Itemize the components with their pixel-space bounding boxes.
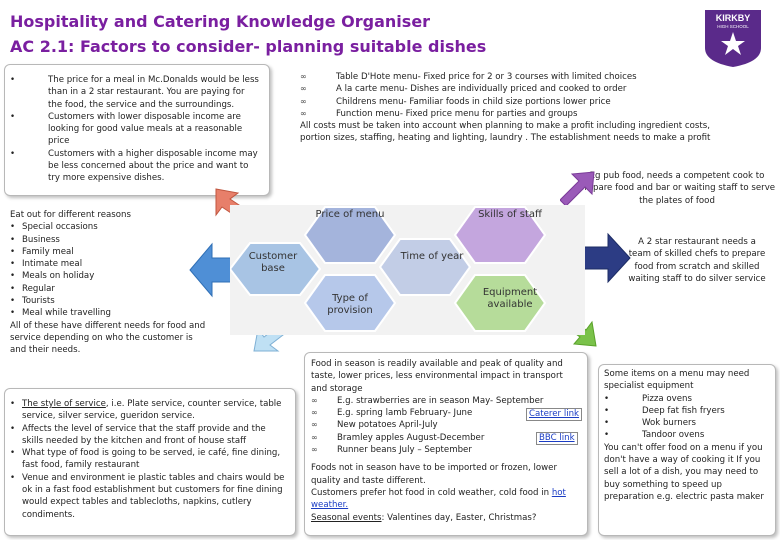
season-item: ∞New potatoes April-July — [311, 420, 438, 431]
page-subtitle: AC 2.1: Factors to consider- planning su… — [10, 37, 487, 56]
arrow-up-right-icon — [560, 171, 595, 207]
hex-price — [303, 206, 397, 264]
equipment-item: Tandoor ovens — [604, 429, 770, 442]
hex-label-skills: Skills of staff — [478, 209, 542, 220]
season-item: ∞Bramley apples August-December — [311, 432, 485, 443]
hex-label-time: Time of year — [400, 251, 464, 262]
star-icon — [721, 32, 745, 55]
eat-out-item: Meals on holiday — [10, 270, 210, 283]
price-item: Customers with lower disposable income a… — [10, 111, 260, 148]
price-list: The price for a meal in Mc.Donalds would… — [10, 74, 260, 185]
equipment-item: Pizza ovens — [604, 393, 770, 406]
menu-type-item: ∞Table D'Hote menu- Fixed price for 2 or… — [300, 72, 637, 82]
infinity-icon: ∞ — [311, 395, 318, 405]
infinity-icon: ∞ — [311, 408, 318, 418]
eat-out-item: Meal while travelling — [10, 307, 210, 320]
menu-type-item: ∞Childrens menu- Familiar foods in child… — [300, 96, 611, 107]
eat-out-item: Regular — [10, 283, 210, 296]
price-item: The price for a meal in Mc.Donalds would… — [10, 74, 260, 111]
seasonal-events: Seasonal events: Valentines day, Easter,… — [311, 512, 537, 523]
season-intro: Food in season is readily available and … — [311, 359, 563, 394]
page-title: Hospitality and Catering Knowledge Organ… — [10, 12, 431, 31]
out-of-season-text: Foods not in season have to be imported … — [311, 463, 557, 486]
menu-type-item: ∞Function menu- Fixed price menu for par… — [300, 108, 578, 119]
service-item: What type of food is going to be served,… — [10, 447, 286, 472]
eat-out-item: Tourists — [10, 295, 210, 308]
service-list: The style of service, i.e. Plate service… — [10, 398, 286, 521]
infinity-icon: ∞ — [311, 420, 318, 430]
skills-note: Eg pub food, needs a competent cook to p… — [578, 171, 776, 206]
hex-label-customer: Customer base — [248, 251, 298, 274]
infinity-icon: ∞ — [300, 84, 307, 94]
season-item: ∞E.g. strawberries are in season May- Se… — [311, 395, 544, 406]
service-item: The style of service, i.e. Plate service… — [10, 398, 286, 423]
season-item: ∞E.g. spring lamb February- June — [311, 408, 473, 419]
eat-out-item: Intimate meal — [10, 258, 210, 271]
infinity-icon: ∞ — [300, 96, 307, 106]
logo-text-top: KIRKBY — [716, 13, 751, 23]
bbc-link[interactable]: BBC link — [536, 432, 578, 445]
eat-out-footer: All of these have different needs for fo… — [10, 320, 206, 356]
hex-time — [378, 238, 472, 296]
arrow-right-icon — [583, 232, 631, 284]
equipment-item: Wok burners — [604, 417, 770, 430]
eat-out-item: Family meal — [10, 246, 210, 259]
menu-cost-note: All costs must be taken into account whe… — [300, 121, 711, 144]
infinity-icon: ∞ — [311, 445, 318, 455]
menu-types: ∞Table D'Hote menu- Fixed price for 2 or… — [300, 71, 725, 145]
hex-label-provision: Type of provision — [327, 293, 373, 316]
service-item: Affects the level of service that the st… — [10, 423, 286, 448]
factors-diagram: Price of menu Skills of staff Customer b… — [230, 205, 585, 335]
price-item: Customers with a higher disposable incom… — [10, 148, 260, 185]
infinity-icon: ∞ — [300, 108, 307, 118]
menu-type-item: ∞A la carte menu- Dishes are individuall… — [300, 84, 627, 95]
eat-out-item: Business — [10, 234, 210, 247]
equipment-footer: You can't offer food on a menu if you do… — [604, 442, 764, 502]
caterer-link[interactable]: Caterer link — [526, 408, 583, 421]
infinity-icon: ∞ — [300, 72, 307, 81]
hex-skills — [453, 206, 547, 264]
hex-label-equipment: Equipment available — [482, 287, 538, 310]
infinity-icon: ∞ — [311, 432, 318, 442]
eat-out-heading: Eat out for different reasons — [10, 210, 131, 220]
equipment-intro: Some items on a menu may need specialist… — [604, 369, 750, 392]
hex-provision — [303, 274, 397, 332]
season-content: Food in season is readily available and … — [311, 358, 581, 524]
weather-text: Customers prefer hot food in cold weathe… — [311, 487, 566, 511]
hot-weather-link[interactable]: hot weather. — [311, 487, 566, 511]
eat-out-item: Special occasions — [10, 221, 210, 234]
hex-equipment — [453, 274, 547, 332]
hex-label-price: Price of menu — [315, 209, 385, 220]
equipment-content: Some items on a menu may need specialist… — [604, 368, 770, 503]
school-logo: KIRKBY HIGH SCHOOL — [703, 8, 763, 68]
eat-out-list: Eat out for different reasons Special oc… — [10, 209, 210, 357]
service-item: Venue and environment ie plastic tables … — [10, 472, 286, 521]
hex-customer — [230, 242, 322, 296]
season-item: ∞Runner beans July – September — [311, 445, 472, 456]
logo-text-bottom: HIGH SCHOOL — [717, 24, 749, 29]
star-restaurant-note: A 2 star restaurant needs a team of skil… — [628, 237, 766, 284]
equipment-item: Deep fat fish fryers — [604, 405, 770, 418]
